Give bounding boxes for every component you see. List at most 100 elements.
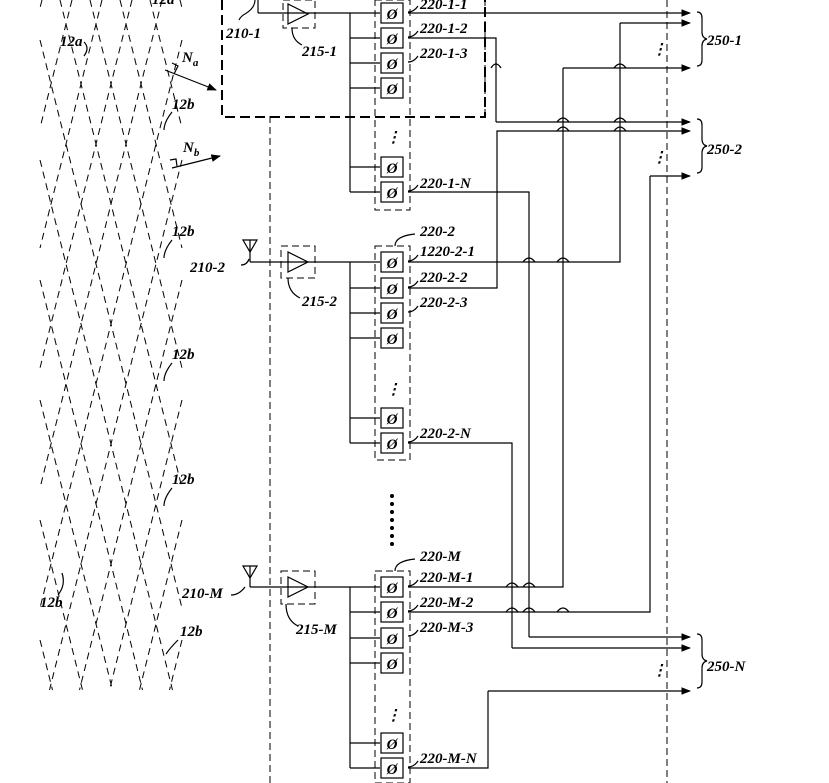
ellipsis-250-N: ⋮	[652, 663, 667, 679]
phase-symbol: Ø	[386, 256, 399, 272]
lattice-line	[59, 0, 183, 489]
leader-215-1	[291, 27, 303, 46]
phase-shifter-box	[380, 732, 404, 754]
phase-symbol: Ø	[386, 332, 399, 348]
antenna-label-210-2: 210-2	[189, 260, 225, 276]
leader-220-M	[394, 558, 416, 572]
ellipsis-250-2: ⋮	[652, 150, 667, 166]
antenna-icon-M	[241, 565, 259, 587]
subarray-ellipsis	[390, 494, 394, 546]
phase-symbol: Ø	[386, 32, 399, 48]
lattice-line	[39, 279, 143, 691]
phase-shifter: Ø	[380, 601, 404, 623]
amplifier-icon	[287, 3, 310, 25]
phase-symbol: Ø	[386, 632, 399, 648]
leader-220-2	[394, 233, 416, 247]
label-12a: 12a	[60, 34, 83, 50]
lattice-line	[119, 0, 183, 249]
phase-symbol: Ø	[386, 657, 399, 673]
phase-shifter-box	[380, 27, 404, 49]
ps-label-220-1-1: 220-1-1	[419, 0, 468, 13]
phase-shifter: Ø	[380, 576, 404, 598]
antenna-label-210-M: 210-M	[181, 586, 223, 602]
ps-label-220-M-N: 220-M-N	[419, 751, 478, 767]
output-250-2: 250-2	[706, 142, 742, 158]
phase-shifter-box	[380, 52, 404, 74]
phase-shifter-box	[380, 156, 404, 178]
phase-shifter-box	[380, 757, 404, 779]
amplifier-label-215-2: 215-2	[301, 294, 337, 310]
phase-shifter: Ø	[380, 77, 404, 99]
normal-vector-b	[169, 154, 221, 169]
phase-shifter-box	[380, 277, 404, 299]
phase-symbol: Ø	[386, 7, 399, 23]
label-12b-3: 12b	[172, 347, 195, 363]
ps-label-1220-2-1: 1220-2-1	[420, 244, 475, 260]
phase-shifter: Ø	[380, 27, 404, 49]
label-12b-4: 12b	[172, 472, 195, 488]
phase-symbol: Ø	[386, 57, 399, 73]
ps-label-220-M-3: 220-M-3	[419, 620, 474, 636]
lattice-line	[39, 0, 43, 9]
label-12a-top: 12a	[152, 0, 175, 8]
lattice-line	[39, 639, 53, 691]
phase-symbol: Ø	[386, 186, 399, 202]
amplifier-icon	[287, 251, 310, 273]
phase-shifter: Ø	[380, 757, 404, 779]
antenna-surface-lattice	[39, 0, 183, 691]
phase-symbol: Ø	[386, 161, 399, 177]
lattice-line	[49, 159, 183, 691]
phase-shifter: Ø	[380, 181, 404, 203]
routing-wires	[408, 23, 651, 769]
subarray1-box	[221, 0, 486, 118]
lattice-line	[39, 519, 83, 691]
subarray-2: 210-2 215-2 ⋮ 220-2 1220-2-1 220-2-2 220…	[189, 224, 475, 461]
phase-shifter-box	[380, 251, 404, 273]
ellipsis-ps-M: ⋮	[386, 708, 401, 724]
lattice-line	[39, 39, 183, 609]
lattice-line	[149, 0, 183, 129]
phase-symbol: Ø	[386, 82, 399, 98]
lattice-line	[39, 0, 73, 129]
leader-12b-4	[163, 487, 173, 507]
ps-label-220-1-N: 220-1-N	[419, 176, 472, 192]
leader-12b-2	[163, 239, 173, 259]
ellipsis-250-1: ⋮	[652, 42, 667, 58]
lattice-line	[169, 639, 183, 691]
phase-shifter: Ø	[380, 277, 404, 299]
phase-symbol: Ø	[386, 307, 399, 323]
subarray-1: 210-1 215-1 ⋮ 220-1-1 220-1-2 220-1-3 22…	[225, 0, 472, 211]
normal-vector-a	[164, 62, 217, 91]
leader-215-2	[287, 277, 301, 299]
phase-shifter: Ø	[380, 251, 404, 273]
subarray-M: 210-M 215-M ⋮ 220-M 220-M-1 220-M-2 220-…	[181, 549, 478, 783]
phase-shifter-box	[380, 407, 404, 429]
phase-shifter-box	[380, 576, 404, 598]
phase-shifter: Ø	[380, 52, 404, 74]
ps-label-220-2-2: 220-2-2	[419, 270, 468, 286]
lattice-line	[39, 0, 133, 369]
phase-shifter-box	[380, 327, 404, 349]
phase-symbol: Ø	[386, 437, 399, 453]
phase-shifter-box	[380, 2, 404, 24]
phase-symbol: Ø	[386, 282, 399, 298]
phase-shifter: Ø	[380, 302, 404, 324]
lattice-line	[39, 399, 113, 691]
phase-symbol: Ø	[386, 412, 399, 428]
amplifier-label-215-1: 215-1	[301, 44, 337, 60]
phase-symbol: Ø	[386, 762, 399, 778]
label-12b-2: 12b	[172, 224, 195, 240]
ellipsis-ps-2: ⋮	[386, 382, 401, 398]
ps-label-220-M-2: 220-M-2	[419, 595, 474, 611]
ps-label-220-2-N: 220-2-N	[419, 426, 472, 442]
antenna-label-210-1: 210-1	[225, 26, 261, 42]
phase-shifter: Ø	[380, 156, 404, 178]
phase-shifter-box	[380, 601, 404, 623]
phase-symbol: Ø	[386, 737, 399, 753]
phase-symbol: Ø	[386, 581, 399, 597]
phase-shifter-box	[380, 627, 404, 649]
phase-shifter: Ø	[380, 652, 404, 674]
ps-label-220-2-3: 220-2-3	[419, 295, 468, 311]
phase-shifter: Ø	[380, 407, 404, 429]
